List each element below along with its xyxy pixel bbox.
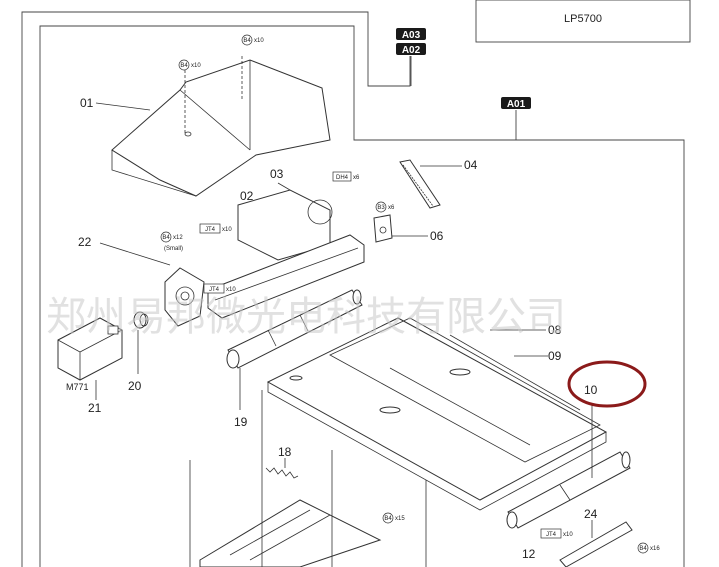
ref-badge-a03-label: A03 [402, 30, 421, 41]
part-10-roller [506, 403, 631, 529]
screw-tags: B4 x10 B4 x10 DH4 x6 B3 x6 JT4 x10 B4 x1… [160, 34, 660, 554]
part-label-02: 02 [240, 189, 254, 203]
motor-label: M771 [66, 382, 89, 392]
ref-badge-a01 [501, 97, 531, 109]
screw-tag-9-code: JT4 [546, 532, 557, 538]
part-label-04: 04 [464, 158, 478, 172]
part-label-10: 10 [584, 383, 598, 397]
screw-tag-4-qty: x6 [388, 205, 395, 211]
screw-tag-1-code: B4 [243, 38, 251, 44]
screw-tag-4-code: B3 [377, 205, 385, 211]
upper-frame-rail [207, 234, 365, 319]
screw-tag-1-qty: x10 [254, 38, 264, 44]
part-label-20: 20 [128, 379, 142, 393]
model-box [475, 0, 691, 43]
part-labels: 01 02 03 04 06 08 09 10 12 18 19 20 21 2… [78, 96, 598, 561]
part-label-03: 03 [270, 167, 284, 181]
screw-tag-7-code: JT4 [209, 287, 220, 293]
transport-plate [266, 317, 608, 511]
screw-tag-8-qty: x15 [395, 516, 405, 522]
part-19-roller [226, 289, 363, 410]
screw-tag-5-qty: x10 [222, 227, 232, 233]
screw-tag-7-qty: x10 [226, 287, 236, 293]
screw-tag-8-code: B4 [384, 516, 392, 522]
screw-tag-6-code: B4 [162, 235, 170, 241]
screw-tag-3-code: DH4 [336, 175, 349, 181]
screw-tag-9-qty: x10 [563, 532, 573, 538]
part-label-06: 06 [430, 229, 444, 243]
part-label-08: 08 [548, 323, 562, 337]
ref-badge-a03 [396, 28, 426, 40]
part-label-01: 01 [80, 96, 94, 110]
part-label-24: 24 [584, 507, 598, 521]
screw-tag-10-qty: x16 [650, 546, 660, 552]
ref-badge-a02-label: A02 [402, 45, 421, 56]
model-label: LP5700 [564, 13, 602, 25]
part-24-bracket [559, 520, 633, 567]
screw-tag-2-code: B4 [180, 63, 188, 69]
part-22-mount-plate [164, 267, 205, 327]
part-label-18: 18 [278, 445, 292, 459]
part-label-22: 22 [78, 235, 92, 249]
screw-tag-2-qty: x10 [191, 63, 201, 69]
screw-tag-5-code: JT4 [205, 227, 216, 233]
part-06-bracket [373, 214, 428, 243]
part-04-belt [399, 159, 462, 209]
screw-tag-3-qty: x6 [353, 175, 360, 181]
part-18-spring [265, 458, 299, 479]
part-01-top-cover [111, 56, 331, 197]
part-label-09: 09 [548, 349, 562, 363]
frame-lines [21, 11, 685, 567]
small-note: (Small) [164, 246, 183, 252]
part-20-gear [133, 311, 149, 374]
ref-badge-a01-label: A01 [507, 99, 526, 110]
highlight-circle [567, 360, 647, 408]
screw-tag-10-code: B4 [639, 546, 647, 552]
part-21-motor [57, 317, 123, 381]
screw-tag-6-qty: x12 [173, 235, 183, 241]
part-label-12: 12 [522, 547, 536, 561]
lower-tray [189, 390, 427, 567]
part-label-21: 21 [88, 401, 102, 415]
part-label-19: 19 [234, 415, 248, 429]
part-08-clips [289, 368, 471, 414]
watermark: 郑州易邦微光电科技有限公司 [46, 294, 566, 340]
ref-badge-a02 [396, 43, 426, 55]
